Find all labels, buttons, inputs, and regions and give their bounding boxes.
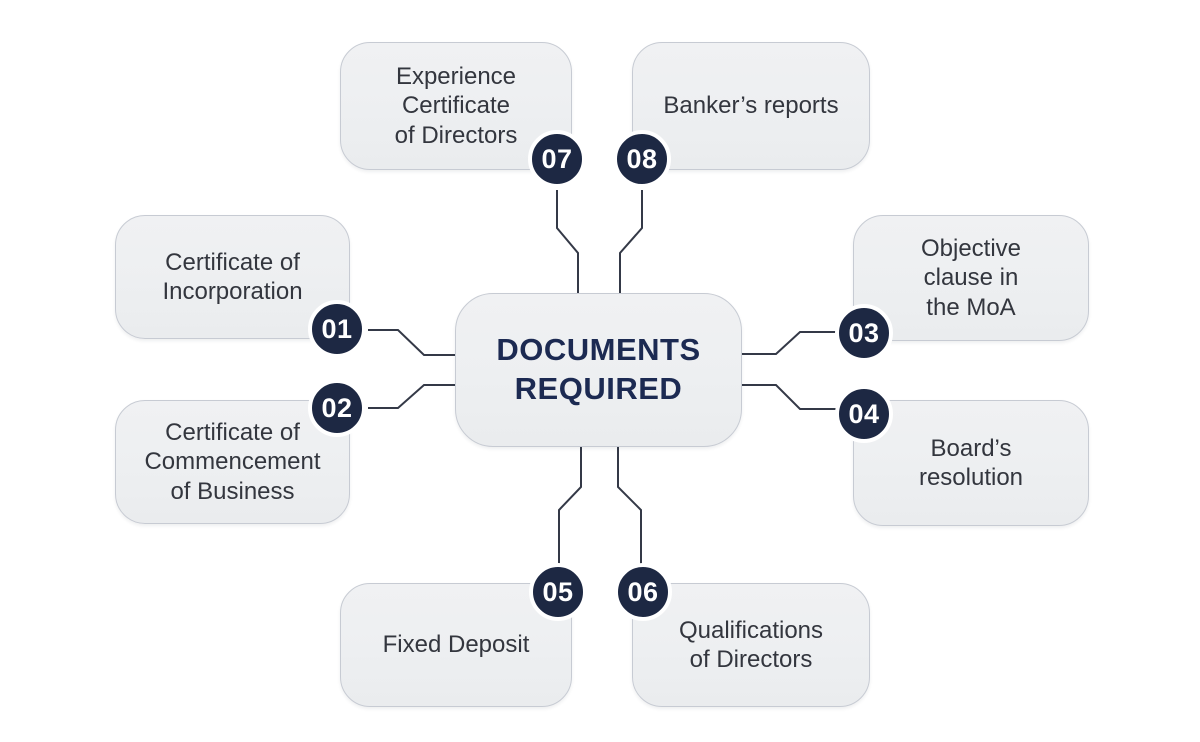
number-badge-06: 06 [614,563,672,621]
number-badge-07: 07 [528,130,586,188]
number-badge-04: 04 [835,385,893,443]
node-label: Certificate of Commencement of Business [144,419,321,505]
node-card-fixed-deposit: Fixed Deposit [340,583,572,707]
node-card-certificate-of-commencement: Certificate of Commencement of Business [115,400,350,524]
node-label: Objective clause in the MoA [920,235,1022,321]
node-label: Board’s resolution [918,434,1024,491]
node-card-qualifications-of-directors: Qualifications of Directors [632,583,870,707]
number-badge-05: 05 [529,563,587,621]
badge-number: 08 [626,143,658,174]
number-badge-03: 03 [835,304,893,362]
badge-number: 04 [848,398,880,429]
node-card-certificate-of-incorporation: Certificate of Incorporation [115,215,350,339]
connector-02 [368,384,456,409]
node-label: Experience Certificate of Directors [394,63,518,149]
node-label: Fixed Deposit [382,631,530,659]
connector-06 [617,444,642,564]
number-badge-08: 08 [613,130,671,188]
center-node: DOCUMENTS REQUIRED [455,293,742,447]
badge-number: 03 [848,317,880,348]
node-label: Qualifications of Directors [678,616,824,673]
node-card-boards-resolution: Board’s resolution [853,400,1089,526]
connector-01 [368,329,456,356]
badge-number: 01 [321,313,353,344]
connector-03 [739,331,838,355]
connector-08 [619,190,643,294]
number-badge-02: 02 [308,379,366,437]
connector-05 [558,444,582,564]
number-badge-01: 01 [308,300,366,358]
badge-number: 06 [627,576,659,607]
node-label: Certificate of Incorporation [162,248,303,305]
center-title: DOCUMENTS REQUIRED [496,332,701,406]
node-label: Banker’s reports [663,92,839,120]
node-card-bankers-reports: Banker’s reports [632,42,870,170]
badge-number: 05 [542,576,574,607]
connector-07 [556,190,579,294]
badge-number: 07 [541,143,573,174]
connector-04 [739,384,838,410]
badge-number: 02 [321,392,353,423]
node-card-objective-clause-moa: Objective clause in the MoA [853,215,1089,341]
